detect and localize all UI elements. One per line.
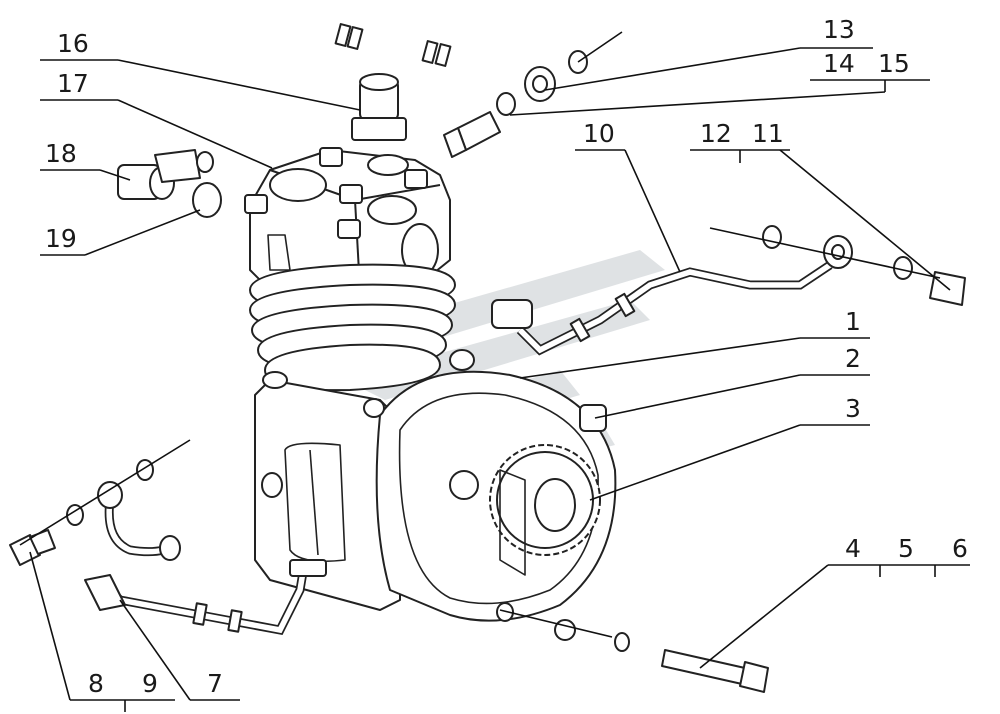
crankcase bbox=[254, 371, 401, 611]
callout-1: 1 bbox=[845, 307, 861, 336]
banjo-bolt-15 bbox=[443, 111, 501, 158]
cylinder-head bbox=[244, 147, 451, 306]
callout-5: 5 bbox=[898, 534, 914, 563]
callout-9: 9 bbox=[142, 669, 158, 698]
washer-upper-left bbox=[136, 459, 154, 481]
callout-2: 2 bbox=[845, 344, 861, 373]
callout-8: 8 bbox=[88, 669, 104, 698]
drive-gear bbox=[489, 444, 601, 576]
upper-air-pipe bbox=[172, 15, 556, 126]
callout-11: 11 bbox=[752, 119, 784, 148]
washer-14 bbox=[496, 92, 516, 116]
callout-14: 14 bbox=[823, 49, 855, 78]
o-ring-19 bbox=[192, 182, 222, 218]
callout-7: 7 bbox=[207, 669, 223, 698]
callout-6: 6 bbox=[952, 534, 968, 563]
lower-oil-pipe-7 bbox=[84, 481, 327, 636]
callout-19: 19 bbox=[45, 224, 77, 253]
left-fitting-18 bbox=[117, 149, 214, 200]
callout-12: 12 bbox=[700, 119, 732, 148]
washer-12 bbox=[762, 225, 782, 249]
delivery-pipe-10 bbox=[491, 235, 853, 356]
leader-lines bbox=[19, 31, 970, 712]
callout-18: 18 bbox=[45, 139, 77, 168]
nut-2 bbox=[579, 404, 607, 432]
banjo-bolt-8 bbox=[9, 529, 56, 566]
callout-16: 16 bbox=[57, 29, 89, 58]
mounting-bolt-4 bbox=[614, 632, 769, 693]
callout-17: 17 bbox=[57, 69, 89, 98]
callout-3: 3 bbox=[845, 394, 861, 423]
washer-9 bbox=[66, 504, 84, 526]
callout-10: 10 bbox=[583, 119, 615, 148]
callout-labels: 16 17 18 19 13 14 15 10 12 11 1 2 3 4 5 … bbox=[45, 15, 968, 698]
callout-4: 4 bbox=[845, 534, 861, 563]
callout-13: 13 bbox=[823, 15, 855, 44]
callout-15: 15 bbox=[878, 49, 910, 78]
cylinder-fins bbox=[249, 263, 456, 392]
outlet-fitting-16 bbox=[351, 73, 407, 141]
